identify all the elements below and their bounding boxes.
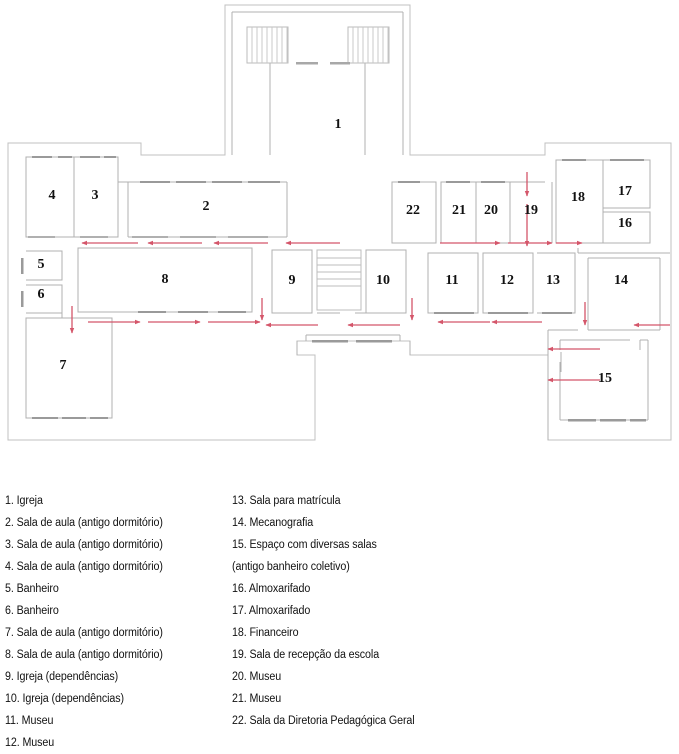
corridor-wall-left-lower xyxy=(26,313,113,355)
outer-boundary xyxy=(7,4,672,441)
legend-item: 1. Igreja xyxy=(5,495,43,507)
bottom-center-projection xyxy=(296,341,411,355)
room-6-walls xyxy=(26,284,63,314)
room-12-walls xyxy=(482,252,534,314)
legend-left-column: 1. Igreja 2. Sala de aula (antigo dormit… xyxy=(5,490,230,754)
room-label-3: 3 xyxy=(92,188,99,203)
room-label-1: 1 xyxy=(335,117,342,132)
legend-item: 5. Banheiro xyxy=(5,583,59,595)
stair-hatch-right xyxy=(347,26,390,64)
room-label-7: 7 xyxy=(60,358,67,373)
floor-plan-drawing: 1 2 3 4 5 6 7 8 9 10 11 12 13 14 15 16 1… xyxy=(7,4,672,441)
room-label-18: 18 xyxy=(571,190,585,205)
room-8-walls xyxy=(77,247,253,313)
legend-item: 17. Almoxarifado xyxy=(232,605,311,617)
window-marks-upper-left xyxy=(32,155,280,184)
room-label-12: 12 xyxy=(500,273,514,288)
room-16-walls xyxy=(603,211,651,244)
room-9-walls xyxy=(271,249,313,314)
room-label-2: 2 xyxy=(203,199,210,214)
legend-item: 6. Banheiro xyxy=(5,605,59,617)
legend-item: 2. Sala de aula (antigo dormitório) xyxy=(5,517,163,529)
room-22-walls xyxy=(391,181,437,244)
legend-item: 16. Almoxarifado xyxy=(232,583,311,595)
room-number-labels: 1 2 3 4 5 6 7 8 9 10 11 12 13 14 15 16 1… xyxy=(38,117,633,386)
room-label-19: 19 xyxy=(524,203,538,218)
room-7-walls xyxy=(25,317,113,419)
room-label-4: 4 xyxy=(49,188,56,203)
legend-right-column: 13. Sala para matrícula 14. Mecanografia… xyxy=(232,490,512,732)
room-19-corridor xyxy=(509,182,553,243)
plan-walls xyxy=(7,4,672,441)
legend-item: 14. Mecanografia xyxy=(232,517,314,529)
legend-item: 18. Financeiro xyxy=(232,627,299,639)
room-label-14: 14 xyxy=(614,273,628,288)
legend-item: 20. Museu xyxy=(232,671,282,683)
room-label-20: 20 xyxy=(484,203,498,218)
room-label-22: 22 xyxy=(406,203,420,218)
central-staircase xyxy=(316,249,362,311)
room-label-21: 21 xyxy=(452,203,466,218)
legend-item: 19. Sala de recepção da escola xyxy=(232,649,380,661)
legend-item: 10. Igreja (dependências) xyxy=(5,693,124,705)
legend-item: 4. Sala de aula (antigo dormitório) xyxy=(5,561,163,573)
legend-item: 22. Sala da Diretoria Pedagógica Geral xyxy=(232,715,415,727)
legend-item: 21. Museu xyxy=(232,693,282,705)
legend-item: 8. Sala de aula (antigo dormitório) xyxy=(5,649,163,661)
legend-item: 11. Museu xyxy=(5,715,54,727)
room-label-5: 5 xyxy=(38,257,45,272)
legend-item: (antigo banheiro coletivo) xyxy=(232,561,350,573)
legend-item: 13. Sala para matrícula xyxy=(232,495,341,507)
room-label-8: 8 xyxy=(162,272,169,287)
room-5-walls xyxy=(26,250,63,281)
room-11-walls xyxy=(427,252,479,314)
room-label-10: 10 xyxy=(376,273,390,288)
legend-item: 7. Sala de aula (antigo dormitório) xyxy=(5,627,163,639)
legend-item: 9. Igreja (dependências) xyxy=(5,671,119,683)
room-2-left-wall xyxy=(117,157,129,237)
legend: 1. Igreja 2. Sala de aula (antigo dormit… xyxy=(0,470,679,749)
room-14-corridor-wall xyxy=(577,248,670,254)
bottom-center-frame xyxy=(305,334,401,341)
evacuation-arrows xyxy=(69,172,670,383)
stair-hatch-left xyxy=(246,26,289,64)
legend-item: 15. Espaço com diversas salas xyxy=(232,539,377,551)
room-label-9: 9 xyxy=(289,273,296,288)
legend-item: 12. Museu xyxy=(5,737,55,749)
room-label-16: 16 xyxy=(618,216,632,231)
room-label-15: 15 xyxy=(598,371,612,386)
corridor-wall-right-lower xyxy=(547,329,578,440)
room-14-walls xyxy=(587,257,661,331)
legend-item: 3. Sala de aula (antigo dormitório) xyxy=(5,539,163,551)
floor-plan-svg: 1 2 3 4 5 6 7 8 9 10 11 12 13 14 15 16 1… xyxy=(7,4,672,441)
room-label-17: 17 xyxy=(618,184,632,199)
room-label-13: 13 xyxy=(546,273,560,288)
room-label-11: 11 xyxy=(445,273,458,288)
room-label-6: 6 xyxy=(38,287,45,302)
